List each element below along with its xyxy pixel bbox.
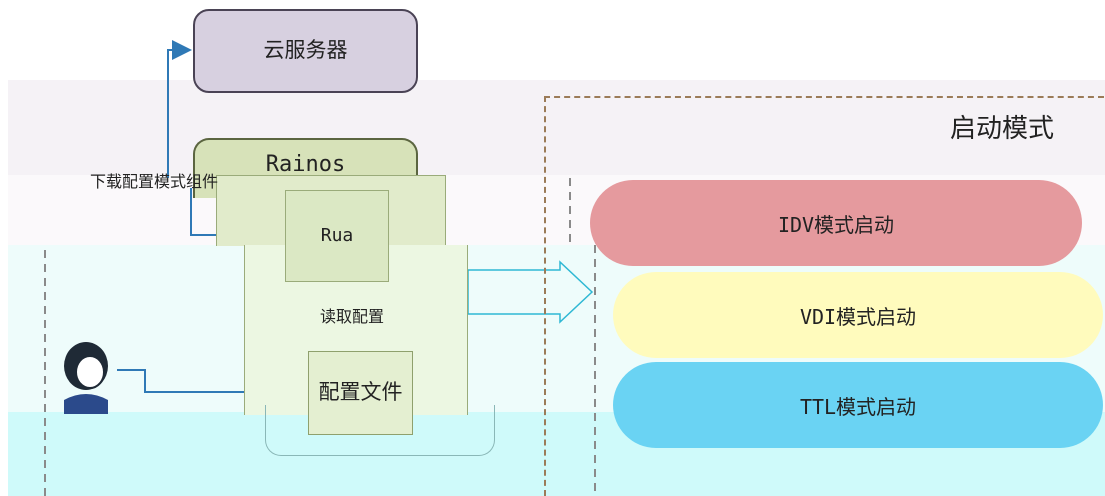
user-icon xyxy=(56,340,116,420)
read-config-label: 读取配置 xyxy=(320,307,385,326)
config-file-label: 配置文件 xyxy=(318,380,403,405)
config-file-node[interactable]: 配置文件 xyxy=(308,351,413,435)
rainos-container-bottom xyxy=(265,405,495,456)
arrow-user-to-config xyxy=(117,369,307,402)
vdi-mode-button[interactable]: VDI模式启动 xyxy=(613,272,1103,358)
cloud-server-node[interactable]: 云服务器 xyxy=(193,9,418,93)
idv-mode-label: IDV模式启动 xyxy=(777,212,895,237)
rua-label: Rua xyxy=(320,225,354,247)
ttl-mode-button[interactable]: TTL模式启动 xyxy=(613,362,1103,448)
cloud-server-label: 云服务器 xyxy=(263,38,348,63)
ttl-mode-label: TTL模式启动 xyxy=(799,394,917,419)
idv-mode-button[interactable]: IDV模式启动 xyxy=(590,180,1082,266)
rainos-label: Rainos xyxy=(265,152,346,177)
startup-mode-title: 启动模式 xyxy=(950,114,1055,144)
arrow-to-cloud-server xyxy=(167,40,192,178)
download-component-label: 下载配置模式组件 xyxy=(90,172,219,191)
rua-node[interactable]: Rua xyxy=(285,190,389,282)
vdi-mode-label: VDI模式启动 xyxy=(799,304,917,329)
big-arrow-to-modes xyxy=(467,260,594,324)
startup-mode-container xyxy=(544,96,1104,496)
